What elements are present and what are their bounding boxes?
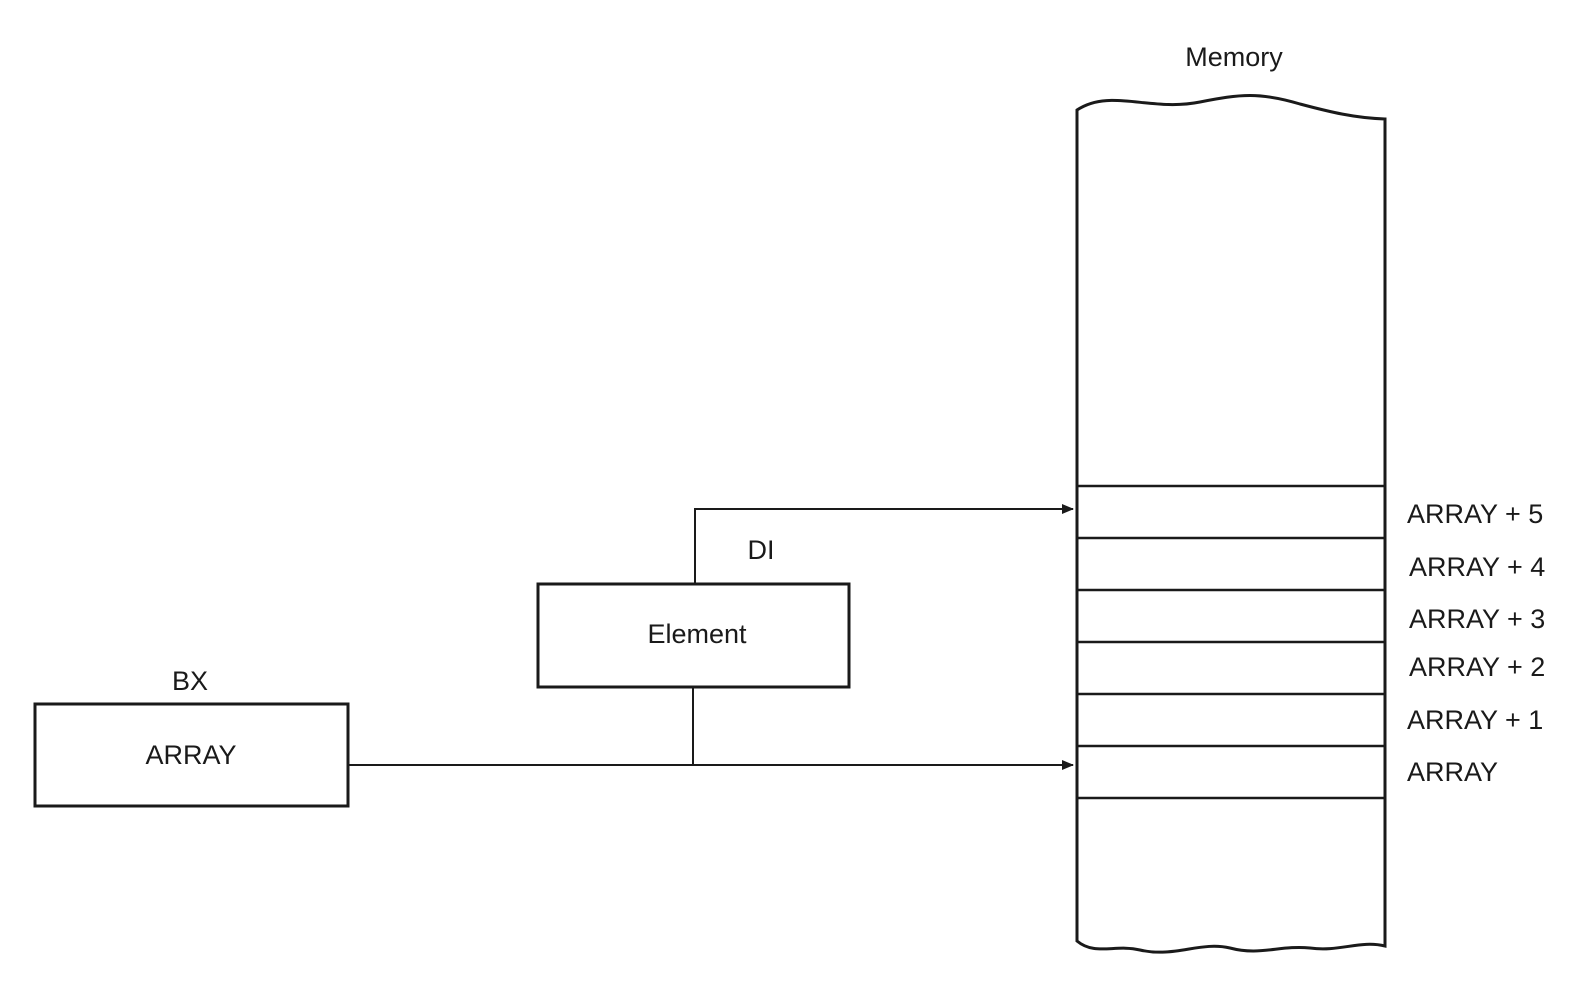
cell-label-array-plus-2: ARRAY + 2 — [1409, 652, 1545, 682]
memory-block — [1075, 94, 1387, 954]
cell-label-array-plus-1: ARRAY + 1 — [1407, 705, 1543, 735]
cell-label-array-plus-4: ARRAY + 4 — [1409, 552, 1545, 582]
di-register-value: Element — [647, 619, 747, 649]
cell-label-array-plus-5: ARRAY + 5 — [1407, 499, 1543, 529]
cell-label-array: ARRAY — [1407, 757, 1498, 787]
memory-title: Memory — [1185, 42, 1283, 72]
bx-register-box — [33, 702, 350, 808]
bx-register-name: BX — [172, 666, 208, 696]
bx-register-value: ARRAY — [145, 740, 236, 770]
di-to-array-plus-5-arrow — [694, 504, 1074, 584]
memory-cells — [1077, 484, 1385, 800]
di-register-box — [536, 582, 851, 689]
di-register-name: DI — [748, 535, 775, 565]
cell-label-array-plus-3: ARRAY + 3 — [1409, 604, 1545, 634]
